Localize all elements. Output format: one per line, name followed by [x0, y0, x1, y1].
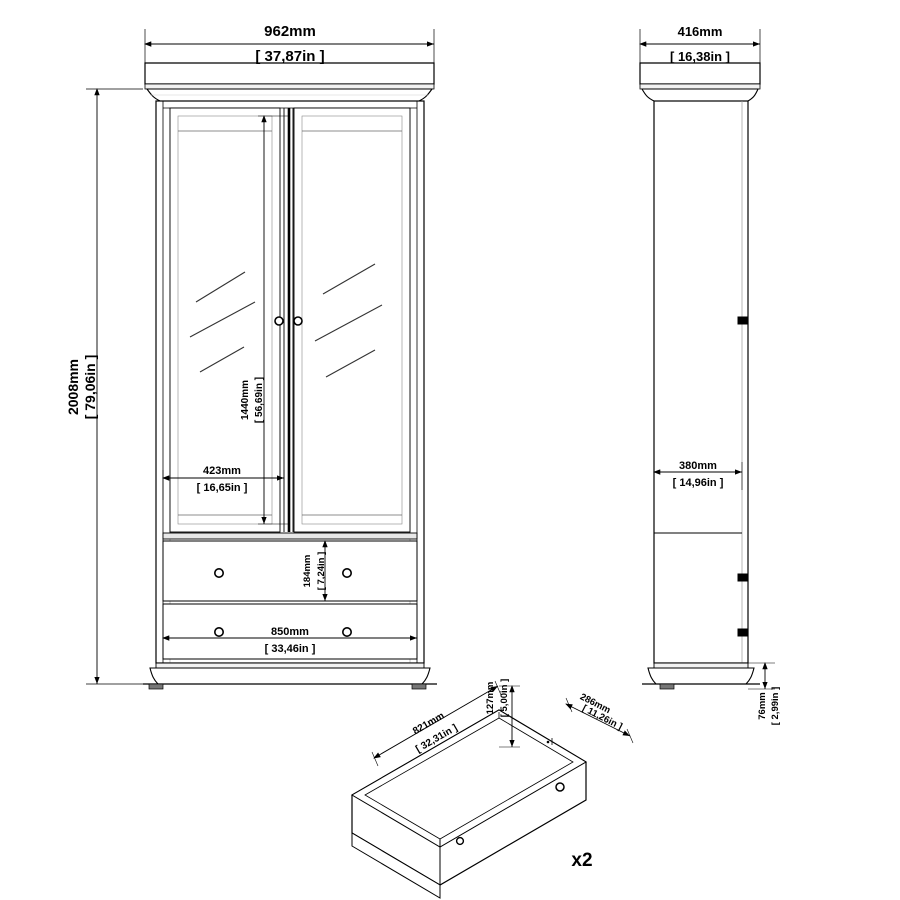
dim-label-plinth-height-mm: 76mm: [757, 692, 768, 719]
dim-label-glass-height-in: [ 56,69in ]: [254, 377, 265, 423]
dim-label-door-width-in: [ 16,65in ]: [197, 482, 248, 494]
mid-divider-rail: [162, 532, 418, 540]
dim-overall-depth: [639, 29, 761, 66]
dim-label-drawer-width-mm: 850mm: [271, 626, 309, 638]
dim-label-plinth-height-in: [ 2,99in ]: [770, 687, 781, 726]
dim-label-carcase-depth-mm: 380mm: [679, 460, 717, 472]
dim-plinth-height: [748, 662, 775, 690]
dim-label-drawer-height-mm: 184mm: [302, 555, 313, 588]
dim-label-glass-height-mm: 1440mm: [240, 380, 251, 420]
front-drawer-upper[interactable]: [162, 540, 418, 602]
dim-label-carcase-depth-in: [ 14,96in ]: [673, 477, 724, 489]
side-plinth: [642, 662, 760, 690]
dim-overall-height: [86, 88, 143, 685]
right-door-glass-reflections: [314, 263, 383, 378]
side-hinges: [737, 316, 748, 637]
dim-drawer-front-width: [162, 625, 418, 650]
dim-drawer-box-width: [371, 680, 502, 767]
dim-label-overall-width-in: [ 37,87in ]: [255, 48, 324, 65]
left-door-glass-reflections: [189, 271, 256, 373]
dim-label-box-height-mm: 127mm: [485, 682, 496, 715]
front-right-door[interactable]: [293, 107, 411, 533]
dim-label-box-height-in: [ 5,00in ]: [499, 679, 510, 718]
front-drawer-lower[interactable]: [162, 603, 418, 660]
door-meeting-stile: [283, 108, 294, 532]
dim-door-panel-width: [162, 470, 285, 500]
dim-drawer-front-height: [318, 540, 348, 602]
dim-label-overall-depth-mm: 416mm: [678, 24, 723, 39]
dim-label-overall-depth-in: [ 16,38in ]: [670, 49, 730, 64]
dim-overall-width: [144, 29, 435, 66]
dim-label-overall-height-in: [ 79,06in ]: [82, 355, 98, 420]
side-elevation-view: [639, 62, 761, 690]
drawer-quantity-label: x2: [571, 850, 592, 871]
dim-label-drawer-height-in: [ 7,24in ]: [316, 552, 327, 591]
dim-carcase-depth: [653, 462, 743, 490]
front-plinth: [143, 662, 437, 690]
drawer-isometric-detail: [351, 709, 587, 899]
dim-label-overall-width-mm: 962mm: [264, 23, 316, 40]
dim-drawer-box-depth: [565, 697, 634, 744]
dim-label-drawer-width-in: [ 33,46in ]: [265, 643, 316, 655]
dim-label-overall-height-mm: 2008mm: [65, 359, 81, 415]
side-carcase: [653, 100, 749, 664]
front-elevation-view: [143, 62, 437, 690]
dim-drawer-box-height: [499, 685, 520, 748]
dim-label-door-width-mm: 423mm: [203, 465, 241, 477]
door-knobs[interactable]: [274, 316, 303, 326]
front-cornice: [144, 62, 435, 102]
dim-door-glass-height: [258, 115, 290, 525]
side-cornice: [639, 62, 761, 102]
